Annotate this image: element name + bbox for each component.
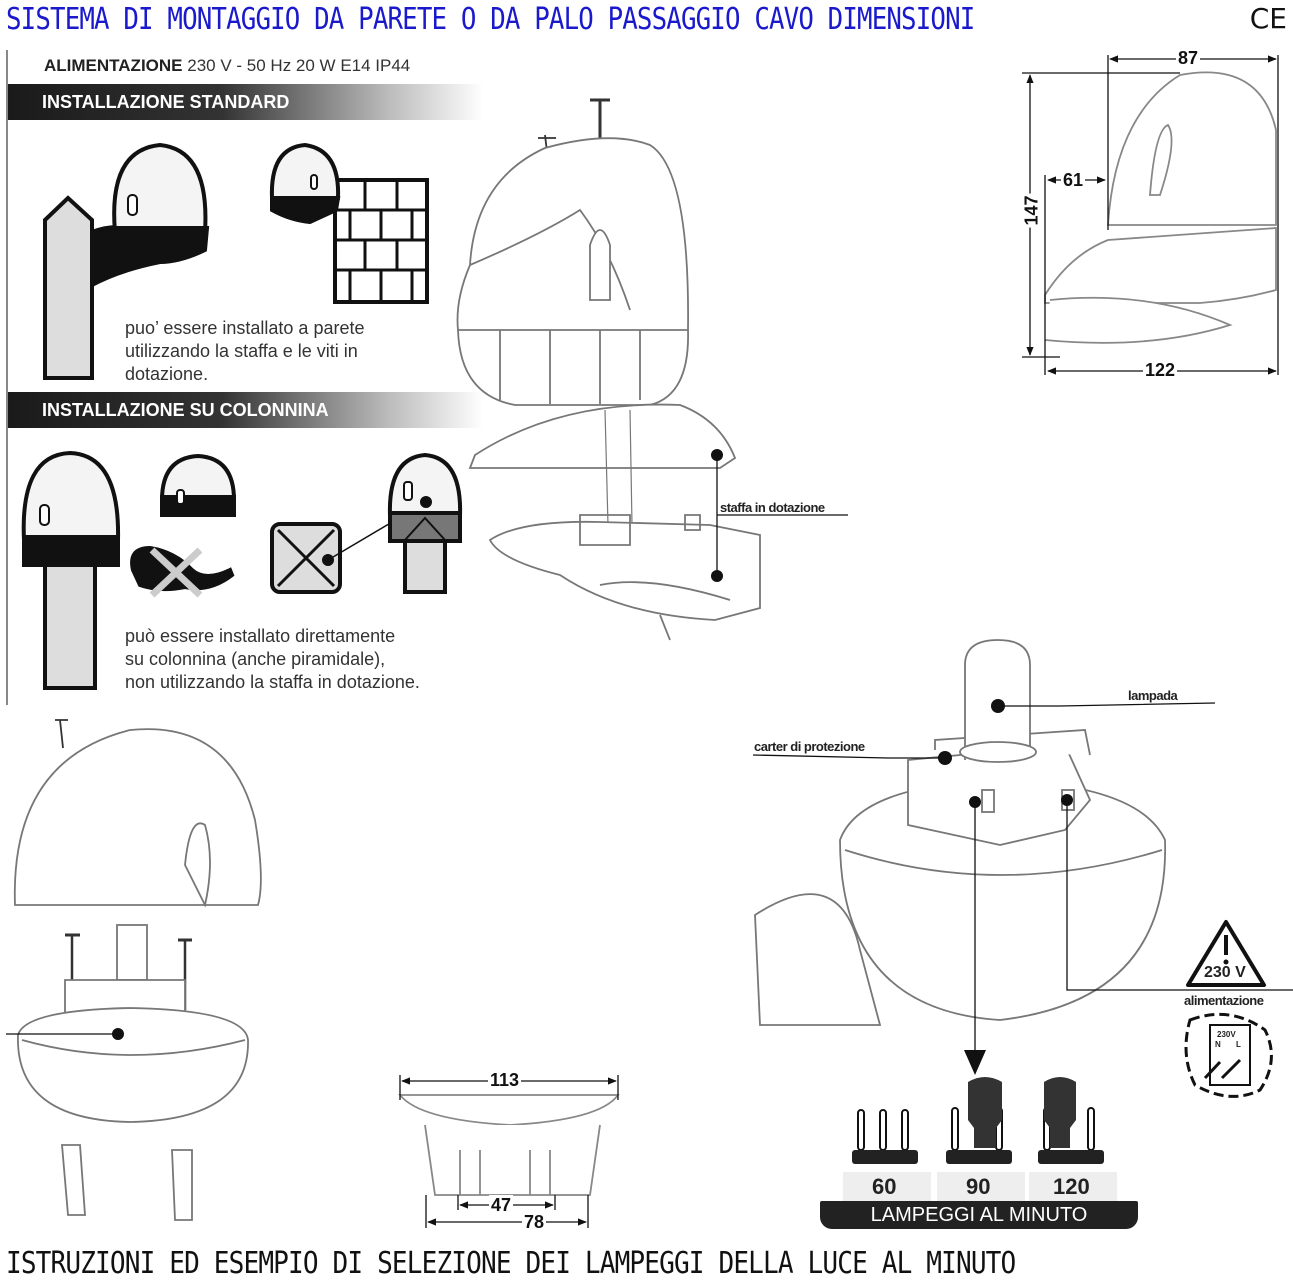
column-line-1: può essere installato direttamente	[125, 626, 396, 646]
dimension-side-view	[1044, 71, 1277, 344]
terminal-block-icon	[1184, 1012, 1273, 1098]
bracket-leader	[716, 455, 848, 576]
pole-mount-icon	[43, 142, 210, 380]
cover-label: carter di protezione	[754, 739, 865, 754]
jumper-90-icon	[946, 1077, 1012, 1164]
dim-inset: 61	[1061, 170, 1086, 191]
column-line-3: non utilizzando la staffa in dotazione.	[125, 672, 420, 692]
column-mount-icon	[21, 450, 121, 690]
dim-base-inner: 47	[489, 1195, 514, 1216]
power-spec: ALIMENTAZIONE 230 V - 50 Hz 20 W E14 IP4…	[44, 56, 410, 76]
terminal-l: L	[1236, 1040, 1241, 1049]
exploded-wall-assembly	[456, 98, 761, 641]
column-install-text: può essere installato direttamente su co…	[125, 625, 485, 694]
warning-voltage: 230 V	[1204, 964, 1246, 981]
standard-install-text: puo’ essere installato a parete utilizza…	[125, 317, 425, 386]
standard-line-2: utilizzando la staffa e le viti in	[125, 341, 358, 361]
terminal-voltage: 230V	[1217, 1030, 1236, 1039]
base-view	[398, 1094, 620, 1196]
standard-install-heading: INSTALLAZIONE STANDARD	[8, 84, 483, 120]
flash-rate-boxes	[843, 1172, 1117, 1202]
jumper-120-icon	[1038, 1077, 1104, 1164]
lamp-callouts	[752, 702, 1293, 1050]
jumper-60-icon	[852, 1109, 918, 1164]
ce-mark: CE	[1249, 2, 1287, 35]
left-rule	[6, 50, 8, 705]
page-title: SISTEMA DI MONTAGGIO DA PARETE O DA PALO…	[6, 2, 975, 37]
warning-triangle-icon	[1186, 920, 1266, 987]
rate-90: 90	[966, 1174, 991, 1199]
jumper-dot	[969, 796, 981, 808]
cross-box-icon	[270, 501, 427, 594]
no-bracket-icon	[130, 453, 237, 598]
standard-line-1: puo’ essere installato a parete	[125, 318, 365, 338]
pyramid-column-icon	[387, 452, 463, 594]
power-spec-label: ALIMENTAZIONE	[44, 56, 183, 75]
selection-arrow-icon	[964, 1050, 986, 1075]
dim-width-bottom: 122	[1143, 360, 1178, 381]
flash-rate-label: LAMPEGGI AL MINUTO	[820, 1201, 1138, 1229]
bracket-label: staffa in dotazione	[720, 500, 825, 515]
terminal-n: N	[1215, 1040, 1221, 1049]
column-install-heading: INSTALLAZIONE SU COLONNINA	[8, 392, 483, 428]
lamp-internals	[754, 639, 1166, 1026]
lamp-dot	[991, 699, 1005, 713]
column-line-2: su colonnina (anche piramidale),	[125, 649, 386, 669]
dim-height: 147	[1021, 193, 1043, 228]
rate-120: 120	[1053, 1174, 1090, 1199]
power-label: alimentazione	[1184, 993, 1264, 1008]
exploded-pole-assembly	[13, 719, 262, 1221]
power-dot	[1061, 794, 1073, 806]
wall-mount-icon	[269, 142, 429, 304]
lamp-label: lampada	[1128, 688, 1178, 703]
cover-dot	[938, 751, 952, 765]
power-spec-value: 230 V - 50 Hz 20 W E14 IP44	[187, 56, 411, 75]
footer-title: ISTRUZIONI ED ESEMPIO DI SELEZIONE DEI L…	[6, 1246, 1016, 1281]
dim-base-outer: 78	[522, 1212, 547, 1233]
dim-width-top: 87	[1176, 48, 1201, 69]
dim-base-width: 113	[488, 1070, 522, 1091]
standard-line-3: dotazione.	[125, 364, 209, 384]
rate-60: 60	[872, 1174, 897, 1199]
